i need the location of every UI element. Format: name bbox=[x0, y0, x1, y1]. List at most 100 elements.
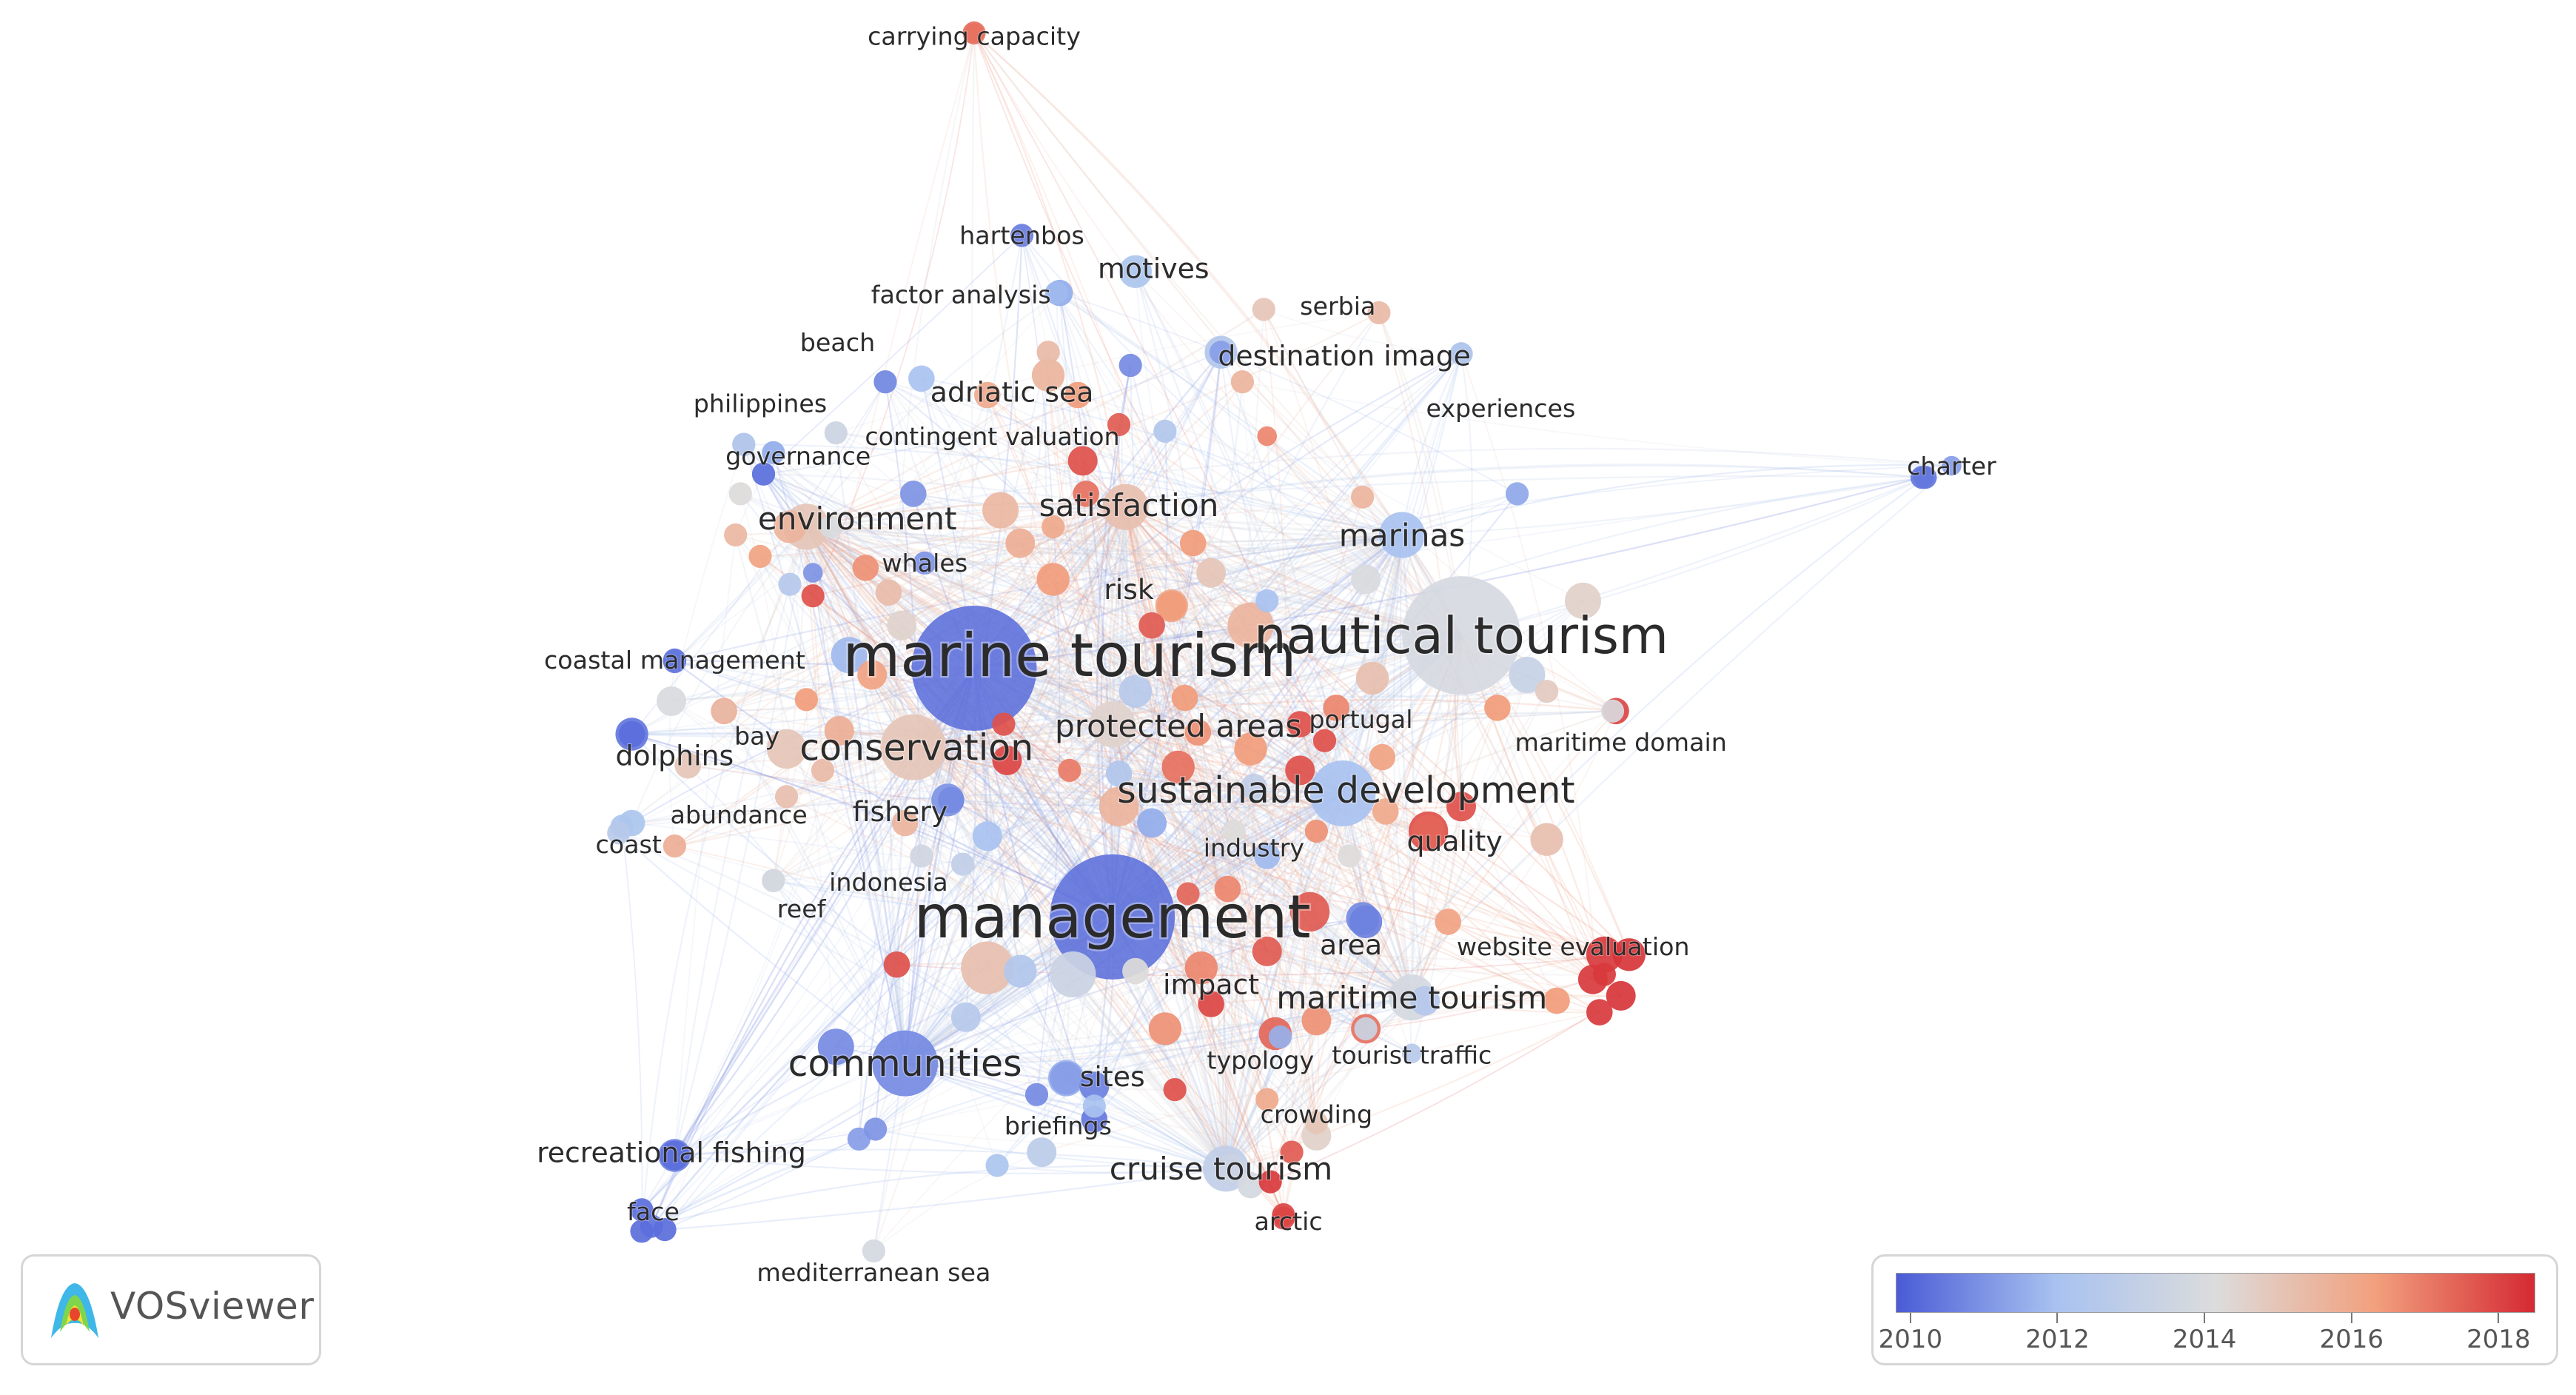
keyword-node[interactable] bbox=[1304, 1111, 1328, 1134]
keyword-node-unlabeled[interactable] bbox=[1301, 1006, 1332, 1036]
keyword-node-unlabeled[interactable] bbox=[674, 752, 701, 779]
keyword-node-unlabeled[interactable] bbox=[817, 1028, 854, 1066]
keyword-node-unlabeled[interactable] bbox=[1304, 820, 1328, 843]
keyword-label[interactable]: maritime tourism bbox=[1275, 979, 1548, 1017]
keyword-node-unlabeled[interactable] bbox=[618, 720, 645, 748]
keyword-node[interactable] bbox=[1354, 1017, 1378, 1040]
keyword-node-unlabeled[interactable] bbox=[1606, 980, 1636, 1011]
keyword-node-unlabeled[interactable] bbox=[887, 610, 917, 640]
keyword-node-unlabeled[interactable] bbox=[778, 572, 802, 596]
keyword-node-unlabeled[interactable] bbox=[663, 650, 687, 674]
keyword-node-unlabeled[interactable] bbox=[1137, 808, 1167, 838]
keyword-label[interactable]: marine tourism bbox=[841, 619, 1298, 692]
keyword-label[interactable]: recreational fishing bbox=[536, 1135, 807, 1169]
keyword-label[interactable]: arctic bbox=[1253, 1206, 1323, 1237]
keyword-node-unlabeled[interactable] bbox=[1258, 1170, 1282, 1194]
keyword-node-unlabeled[interactable] bbox=[824, 421, 848, 445]
keyword-node-unlabeled[interactable] bbox=[1042, 515, 1065, 539]
keyword-label[interactable]: governance bbox=[725, 441, 871, 471]
keyword-label[interactable]: motives bbox=[1097, 251, 1210, 285]
keyword-node-unlabeled[interactable] bbox=[964, 23, 985, 43]
keyword-label[interactable]: philippines bbox=[693, 388, 828, 418]
keyword-node-unlabeled[interactable] bbox=[1410, 986, 1440, 1016]
keyword-node-unlabeled[interactable] bbox=[1118, 353, 1142, 378]
keyword-node-unlabeled[interactable] bbox=[1161, 750, 1195, 784]
keyword-label[interactable]: website evaluation bbox=[1456, 931, 1691, 962]
keyword-label[interactable]: beach bbox=[799, 327, 876, 358]
keyword-node[interactable] bbox=[1309, 760, 1376, 826]
keyword-node-unlabeled[interactable] bbox=[1586, 936, 1623, 973]
keyword-node-unlabeled[interactable] bbox=[1255, 589, 1279, 613]
keyword-label[interactable]: fishery bbox=[852, 794, 949, 829]
keyword-node-unlabeled[interactable] bbox=[1351, 485, 1375, 509]
keyword-label[interactable]: serbia bbox=[1299, 291, 1376, 321]
keyword-node[interactable] bbox=[911, 606, 1037, 731]
keyword-node-unlabeled[interactable] bbox=[1215, 1154, 1246, 1184]
keyword-node-unlabeled[interactable] bbox=[724, 523, 748, 547]
keyword-node[interactable] bbox=[1184, 951, 1218, 985]
keyword-node-unlabeled[interactable] bbox=[1323, 695, 1349, 721]
keyword-node-unlabeled[interactable] bbox=[1280, 1140, 1304, 1164]
keyword-node-unlabeled[interactable] bbox=[1176, 882, 1200, 906]
keyword-label[interactable]: bay bbox=[734, 720, 780, 751]
keyword-node-unlabeled[interactable] bbox=[1079, 1071, 1110, 1102]
keyword-node-unlabeled[interactable] bbox=[1184, 719, 1212, 746]
keyword-node-unlabeled[interactable] bbox=[766, 729, 807, 769]
keyword-label[interactable]: industry bbox=[1203, 833, 1305, 863]
keyword-node-unlabeled[interactable] bbox=[794, 688, 818, 712]
keyword-node-unlabeled[interactable] bbox=[630, 1198, 654, 1222]
keyword-node-unlabeled[interactable] bbox=[748, 544, 772, 569]
keyword-label[interactable]: dolphins bbox=[614, 738, 734, 772]
keyword-node[interactable] bbox=[1600, 699, 1625, 723]
keyword-node[interactable] bbox=[1592, 963, 1616, 986]
keyword-node-unlabeled[interactable] bbox=[1196, 558, 1227, 588]
keyword-node-unlabeled[interactable] bbox=[1024, 1083, 1049, 1106]
keyword-node-unlabeled[interactable] bbox=[1209, 341, 1233, 364]
keyword-node-unlabeled[interactable] bbox=[653, 1218, 677, 1242]
keyword-label[interactable]: whales bbox=[881, 548, 968, 578]
keyword-label[interactable]: coastal management bbox=[543, 645, 806, 675]
keyword-node-unlabeled[interactable] bbox=[732, 432, 756, 456]
keyword-node-unlabeled[interactable] bbox=[1227, 602, 1274, 649]
keyword-node-unlabeled[interactable] bbox=[910, 844, 933, 868]
keyword-label[interactable]: impact bbox=[1162, 967, 1260, 1001]
keyword-node-unlabeled[interactable] bbox=[1446, 792, 1476, 822]
keyword-node[interactable] bbox=[913, 551, 936, 575]
keyword-node-unlabeled[interactable] bbox=[1058, 758, 1081, 782]
keyword-node-unlabeled[interactable] bbox=[1050, 951, 1096, 998]
keyword-node[interactable] bbox=[712, 699, 736, 723]
keyword-node[interactable] bbox=[1031, 358, 1065, 392]
keyword-node-unlabeled[interactable] bbox=[1255, 1088, 1279, 1111]
keyword-label[interactable]: cruise tourism bbox=[1108, 1150, 1333, 1188]
keyword-node-unlabeled[interactable] bbox=[663, 834, 687, 858]
keyword-node-unlabeled[interactable] bbox=[857, 660, 888, 690]
keyword-node-unlabeled[interactable] bbox=[1612, 938, 1646, 971]
keyword-node-unlabeled[interactable] bbox=[873, 370, 897, 394]
keyword-node-unlabeled[interactable] bbox=[1153, 419, 1177, 444]
keyword-node-unlabeled[interactable] bbox=[751, 462, 776, 486]
keyword-node[interactable] bbox=[1268, 1025, 1292, 1049]
keyword-node-unlabeled[interactable] bbox=[1509, 656, 1546, 693]
keyword-label[interactable]: face bbox=[626, 1197, 680, 1227]
keyword-node-unlabeled[interactable] bbox=[1099, 786, 1139, 827]
keyword-label[interactable]: conservation bbox=[799, 726, 1035, 770]
keyword-node[interactable] bbox=[1082, 1094, 1106, 1118]
keyword-node-unlabeled[interactable] bbox=[1272, 1206, 1295, 1230]
keyword-node-unlabeled[interactable] bbox=[1369, 743, 1396, 771]
keyword-node-unlabeled[interactable] bbox=[1105, 760, 1133, 787]
keyword-label[interactable]: mediterranean sea bbox=[756, 1257, 991, 1288]
keyword-node-unlabeled[interactable] bbox=[824, 716, 854, 746]
keyword-node-unlabeled[interactable] bbox=[1285, 755, 1315, 786]
keyword-node[interactable] bbox=[775, 785, 799, 809]
keyword-label[interactable]: destination image bbox=[1217, 338, 1472, 372]
keyword-node-unlabeled[interactable] bbox=[1586, 999, 1613, 1026]
keyword-node-unlabeled[interactable] bbox=[801, 584, 825, 608]
keyword-label[interactable]: tourist traffic bbox=[1331, 1040, 1492, 1071]
keyword-label[interactable]: experiences bbox=[1425, 393, 1576, 424]
keyword-node-unlabeled[interactable] bbox=[1237, 1171, 1264, 1199]
keyword-node-unlabeled[interactable] bbox=[811, 758, 835, 782]
keyword-node-unlabeled[interactable] bbox=[864, 1117, 888, 1141]
keyword-node[interactable] bbox=[1050, 854, 1175, 980]
keyword-node-unlabeled[interactable] bbox=[1910, 466, 1934, 489]
keyword-node-unlabeled[interactable] bbox=[891, 809, 919, 837]
